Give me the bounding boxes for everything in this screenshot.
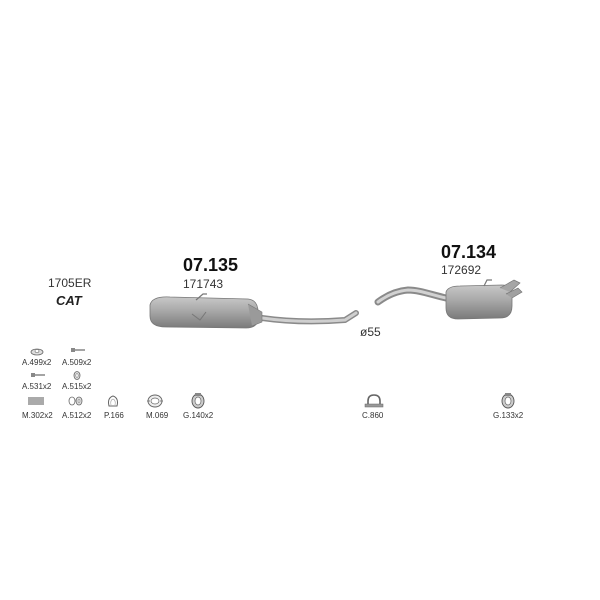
- pipe-diameter-label: ø55: [360, 325, 381, 339]
- rear-silencer-part[interactable]: [374, 279, 523, 320]
- mounting-rubber-icon: [147, 394, 163, 408]
- u-clamp-icon: [364, 394, 384, 408]
- catalyst-code: 1705ER: [48, 276, 92, 290]
- clamp-icon: [501, 393, 515, 409]
- rear-silencer-code[interactable]: 07.134: [441, 242, 497, 262]
- bolt-icon: [31, 373, 45, 377]
- accessory-label: A.512x2: [62, 411, 92, 420]
- rubber-hanger-icon: [30, 348, 44, 356]
- nut-icon: [73, 371, 81, 380]
- accessory-label: M.302x2: [22, 411, 53, 420]
- accessory-label: C.860: [362, 411, 384, 420]
- spring-icon: [28, 397, 44, 405]
- accessory-label: G.133x2: [493, 411, 524, 420]
- gasket-ring-icon: [108, 395, 118, 407]
- clamp-icon: [191, 393, 205, 409]
- catalyst-label: CAT: [56, 293, 82, 308]
- rear-silencer-oem: 172692: [441, 263, 482, 277]
- accessory-label: A.531x2: [22, 382, 52, 391]
- accessory-label: A.499x2: [22, 358, 52, 367]
- middle-silencer-code[interactable]: 07.135: [183, 255, 239, 275]
- accessory-label: M.069: [146, 411, 169, 420]
- accessory-label: A.509x2: [62, 358, 92, 367]
- middle-silencer-oem: 171743: [183, 277, 224, 291]
- accessory-label: P.166: [104, 411, 124, 420]
- washer-icon: [68, 396, 83, 406]
- middle-silencer-part[interactable]: [149, 293, 359, 329]
- bolt-icon: [71, 348, 85, 352]
- accessory-label: G.140x2: [183, 411, 214, 420]
- accessory-label: A.515x2: [62, 382, 92, 391]
